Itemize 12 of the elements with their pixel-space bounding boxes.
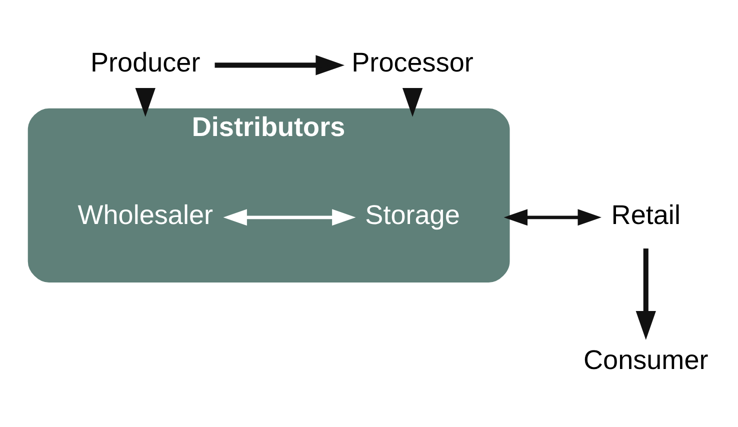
arrow xyxy=(636,248,656,340)
node-text: Producer xyxy=(90,47,200,78)
node-text: Processor xyxy=(352,47,474,78)
node-text: Retail xyxy=(611,199,680,230)
node-text: Wholesaler xyxy=(78,199,214,230)
node-text: Storage xyxy=(365,199,460,230)
node-text: Consumer xyxy=(584,344,708,375)
arrow xyxy=(214,54,345,75)
arrow xyxy=(504,208,602,226)
arrow xyxy=(402,88,423,116)
arrow xyxy=(223,208,356,226)
arrow xyxy=(135,88,156,116)
